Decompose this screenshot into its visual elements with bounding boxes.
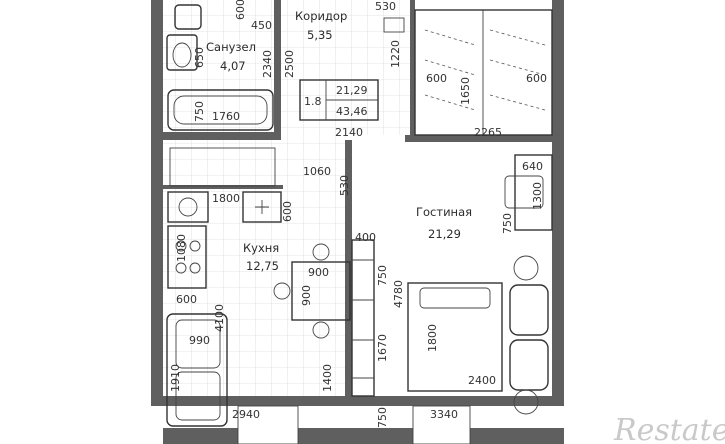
dim-600-kitchen: 600 — [176, 293, 197, 306]
ceiling-value: 1.8 — [304, 95, 322, 108]
dim-1760: 1760 — [212, 110, 240, 123]
dim-1910: 1910 — [169, 364, 182, 392]
dim-600-top: 600 — [234, 0, 247, 20]
dim-900-v: 900 — [300, 285, 313, 306]
kitchen-name: Кухня — [243, 241, 279, 255]
dim-1080: 1080 — [175, 234, 188, 262]
kitchen-fixtures — [167, 191, 351, 339]
living-furniture — [351, 154, 553, 415]
windows — [169, 147, 471, 444]
dim-2400: 2400 — [468, 374, 496, 387]
dim-600-wr-l: 600 — [426, 72, 447, 85]
living-area-summary: 21,29 — [336, 84, 368, 97]
dimension-labels-vertical: 600 650 2340 2500 1220 1650 750 530 1300… — [169, 0, 544, 428]
dim-400: 400 — [355, 231, 376, 244]
bathroom-name: Санузел — [206, 40, 256, 54]
bathroom-fixtures — [166, 4, 405, 131]
total-area-summary: 43,46 — [336, 105, 368, 118]
tiled-floors — [163, 0, 412, 400]
dim-900-h: 900 — [308, 266, 329, 279]
dim-1400: 1400 — [321, 364, 334, 392]
kitchen-area: 12,75 — [246, 259, 279, 273]
dim-990: 990 — [189, 334, 210, 347]
dim-2265: 2265 — [474, 126, 502, 139]
dim-4100: 4100 — [213, 304, 226, 332]
corridor-area: 5,35 — [307, 28, 333, 42]
dim-1220: 1220 — [389, 40, 402, 68]
dim-750-bath: 750 — [193, 101, 206, 122]
dimension-labels: 450 530 1760 2140 2265 600 600 1060 640 … — [176, 0, 547, 421]
dim-2940: 2940 — [232, 408, 260, 421]
dim-650: 650 — [193, 47, 206, 68]
watermark: Restate — [613, 413, 725, 444]
dim-1060: 1060 — [303, 165, 331, 178]
dim-1800-kitchen: 1800 — [212, 192, 240, 205]
dim-600-wr-r: 600 — [526, 72, 547, 85]
dim-4780: 4780 — [392, 280, 405, 308]
dim-1800-bed: 1800 — [426, 324, 439, 352]
dim-2500: 2500 — [283, 50, 296, 78]
living-area: 21,29 — [428, 227, 461, 241]
dim-530-top: 530 — [375, 0, 396, 13]
walls — [151, 0, 564, 444]
dim-750-bottom: 750 — [376, 407, 389, 428]
dim-1650: 1650 — [459, 77, 472, 105]
sofa — [166, 313, 228, 427]
dim-600-left: 600 — [281, 201, 294, 222]
dim-640: 640 — [522, 160, 543, 173]
dim-3340: 3340 — [430, 408, 458, 421]
dim-450: 450 — [251, 19, 272, 32]
dim-1670: 1670 — [376, 334, 389, 362]
area-summary-box — [299, 79, 379, 121]
corridor-name: Коридор — [295, 9, 347, 23]
dim-750-living: 750 — [501, 213, 514, 234]
dim-750-v: 750 — [376, 265, 389, 286]
wardrobe — [414, 9, 553, 136]
dim-1300: 1300 — [531, 182, 544, 210]
dim-530-mid: 530 — [338, 175, 351, 196]
living-name: Гостиная — [416, 205, 472, 219]
bathroom-area: 4,07 — [220, 59, 246, 73]
dim-2340: 2340 — [261, 50, 274, 78]
dim-2140: 2140 — [335, 126, 363, 139]
